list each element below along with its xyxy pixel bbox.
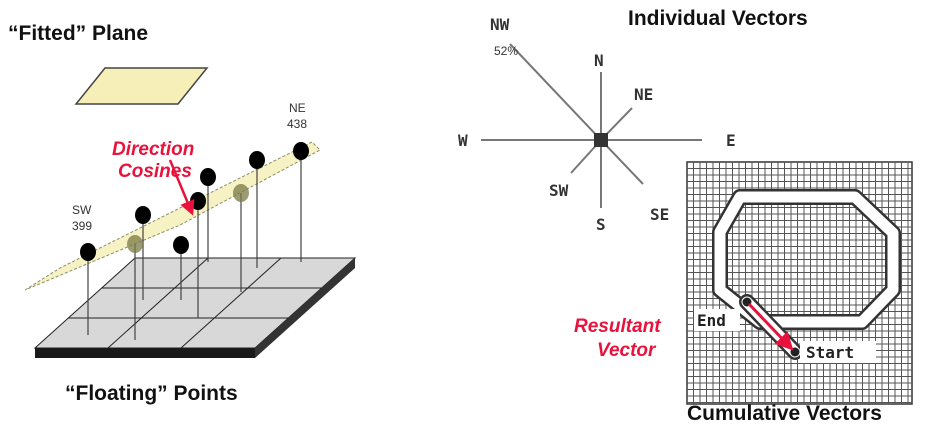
floating-points-title: “Floating” Points [65,382,238,405]
direction-cosines-arrow [168,159,195,216]
start-label: Start [806,343,854,362]
floating-point [190,192,206,210]
sw-direction-label: SW [72,203,92,217]
ne-direction-label: NE [289,101,306,115]
resultant-vector-label-line1: Resultant [574,316,661,337]
fitted-plane-title: “Fitted” Plane [8,22,148,45]
resultant-vector-arrow [747,302,794,351]
floating-point-sw [80,243,96,261]
right-panel: Individual Vectors NW 52% N NE E W SW S … [458,7,913,424]
fitted-plane-shape [74,67,209,105]
floating-point-below-plane [233,184,249,202]
tilted-plane-shape [24,141,321,291]
floating-point [200,168,216,186]
left-panel: “Fitted” Plane [8,22,357,405]
compass-ray-nw [509,43,602,141]
base-grid-front [35,348,255,358]
compass-ray-se [600,139,644,185]
floating-point [173,236,189,254]
floating-point [249,151,265,169]
base-grid-side [255,258,355,358]
compass-label-sw: SW [549,181,569,200]
compass-label-e: E [726,131,736,150]
compass-label-nw: NW [490,15,510,34]
direction-cosines-label-line2: Cosines [118,161,192,182]
sw-value-label: 399 [72,219,92,233]
compass-label-w: W [458,131,468,150]
resultant-vector-label-line2: Vector [597,340,657,361]
cumulative-vectors-title: Cumulative Vectors [687,402,882,424]
individual-vectors-title: Individual Vectors [628,7,808,30]
direction-cosines-label-line1: Direction [112,139,194,160]
base-grid-lines [68,257,322,349]
compass-rays [481,43,702,208]
compass-label-ne: NE [634,85,653,104]
floating-point-below-plane [127,235,143,253]
start-point-marker [790,347,800,357]
compass-nw-percent: 52% [494,44,518,58]
ne-value-label: 438 [287,117,307,131]
floating-point [135,206,151,224]
path-band [714,191,899,328]
compass-center [594,133,608,147]
point-stems [87,151,302,340]
end-label: End [697,311,726,330]
end-label-box [694,309,740,331]
compass-label-se: SE [650,205,669,224]
floating-point-ne [293,142,309,160]
floating-points [80,142,309,261]
compass-label-s: S [596,215,606,234]
start-label-box [800,341,876,363]
compass-label-n: N [594,51,604,70]
